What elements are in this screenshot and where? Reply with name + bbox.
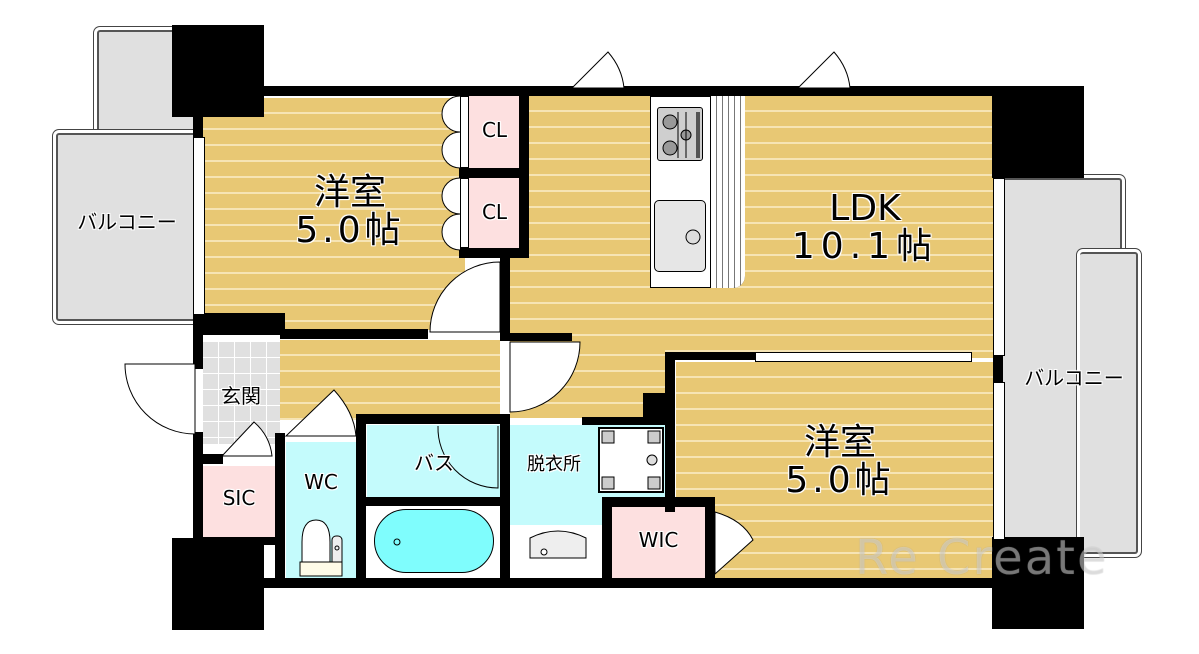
closet-1-rail (460, 96, 469, 168)
wall-room2-west (665, 352, 675, 512)
wall-bath-dressing (500, 414, 510, 580)
window-room2-north (755, 352, 972, 362)
room-label-balcony-west: バルコニー (77, 210, 177, 234)
closet-2-rail (460, 178, 469, 248)
room-label-walk-in-closet: WIC (638, 528, 679, 552)
pillar-nw (172, 25, 264, 117)
room-label-western-room-2: 洋室 5.0帖 (760, 424, 920, 500)
wall-hall-ldk (500, 333, 572, 341)
door-wic-icon[interactable] (713, 510, 757, 576)
door-north-2-icon[interactable] (796, 48, 854, 90)
pillar-se (992, 537, 1084, 629)
door-room1-icon[interactable] (428, 260, 502, 336)
door-closet-1a-icon[interactable] (424, 95, 462, 169)
wall-dressing-north (582, 417, 665, 425)
wall-north (262, 86, 994, 96)
door-bath-icon[interactable] (434, 424, 500, 490)
wall-room1-east (500, 256, 510, 338)
room-label-entrance: 玄関 (221, 384, 261, 408)
wall-room2-north (665, 352, 755, 360)
room-label-closet-1: CL (481, 118, 508, 142)
sink-icon (654, 200, 706, 272)
bathtub-icon (374, 509, 494, 573)
wall-closet-mid (459, 168, 529, 178)
wall-wic-west (602, 497, 612, 580)
floor-closet-1 (468, 96, 521, 168)
watermark: Re Create (855, 530, 1109, 586)
room-size: 5.0帖 (785, 459, 895, 501)
window-east-upper (993, 178, 1005, 356)
wall-notch (643, 393, 665, 417)
floor-walk-in-closet (612, 506, 705, 578)
room-label-bath: バス (414, 451, 454, 475)
room-label-ldk: LDK 10.1帖 (770, 190, 960, 266)
room-label-toilet: WC (304, 470, 338, 494)
floor-closet-2 (468, 178, 521, 248)
wall-room1-south (280, 329, 428, 339)
wall-closet-south (459, 248, 529, 258)
room-label-western-room-1: 洋室 5.0帖 (270, 174, 430, 250)
wall-entrance-wc (275, 433, 285, 581)
wall-west-upper (193, 112, 203, 140)
door-entrance-icon[interactable] (120, 362, 200, 438)
wall-sic-bottom (193, 537, 275, 545)
floor-entrance (203, 342, 280, 444)
wall-wic-north (602, 497, 715, 507)
room-label-balcony-east: バルコニー (1024, 366, 1124, 390)
room-name: LDK (829, 188, 901, 229)
room-label-dressing: 脱衣所 (527, 454, 581, 475)
room-label-closet-2: CL (481, 200, 508, 224)
floor-shoe-closet (203, 466, 275, 538)
door-closet-2a-icon[interactable] (424, 177, 462, 251)
door-north-1-icon[interactable] (570, 48, 628, 90)
wall-sic-top (203, 454, 223, 464)
wall-wc-bath (356, 414, 366, 580)
door-sic-icon[interactable] (220, 418, 276, 458)
wall-wic-east (705, 497, 715, 580)
balcony-east-notch (1080, 252, 1138, 554)
room-name: 洋室 (803, 422, 876, 463)
washbasin-icon (528, 528, 588, 562)
door-wc-icon[interactable] (284, 382, 358, 438)
washing-machine-icon (598, 427, 664, 493)
floor-ldk (510, 96, 993, 358)
window-east-lower (993, 382, 1005, 540)
wall-hall-south (358, 414, 510, 424)
room-size: 10.1帖 (791, 225, 939, 267)
pillar-ne (992, 86, 1084, 178)
wall-west-lower2 (193, 432, 203, 542)
floor-western-room-1 (203, 98, 465, 330)
toilet-icon (296, 518, 348, 578)
window-west (193, 137, 205, 315)
room-size: 5.0帖 (295, 209, 405, 251)
wall-bath-divider (366, 497, 500, 506)
door-ldk-icon[interactable] (508, 340, 584, 416)
balcony-west (56, 133, 202, 321)
wall-west-lower (193, 313, 203, 369)
wall-east-lower (993, 352, 1003, 382)
wall-south (262, 578, 994, 588)
room-name: 洋室 (313, 172, 386, 213)
stove-icon (657, 107, 703, 161)
pillar-sw (172, 538, 264, 630)
wall-west-mid (193, 313, 285, 335)
kitchen-counter-stripes (710, 96, 745, 288)
room-label-shoe-closet: SIC (222, 486, 256, 510)
